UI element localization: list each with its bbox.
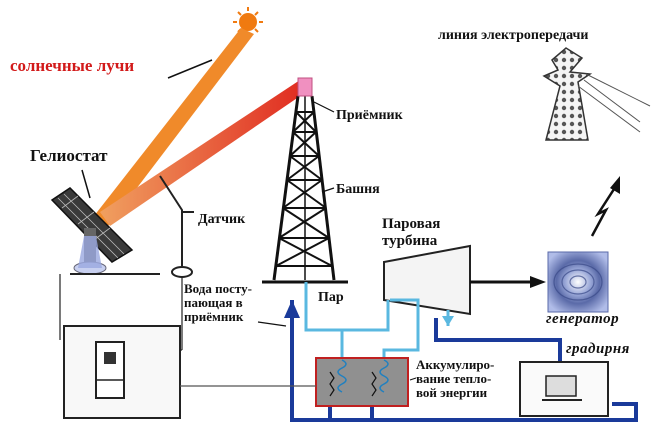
steam-down-arrow (442, 316, 454, 326)
sun-ray-beam (94, 28, 254, 226)
control-unit-icon (63, 325, 316, 419)
water-supply-label: Вода посту- пающая в приёмник (184, 281, 252, 324)
sun-rays-label: солнечные лучи (10, 56, 135, 75)
heliostat-label: Гелиостат (30, 146, 108, 165)
tower-pointer (321, 187, 335, 193)
power-line-label: линия электропередачи (438, 28, 589, 43)
lightning-icon (590, 176, 620, 237)
cooling-tower-icon (519, 361, 609, 417)
storage-icon (315, 357, 409, 407)
storage-label: Аккумулиро- вание тепло- вой энергии (416, 357, 495, 400)
water-up-arrow (284, 300, 300, 420)
receiver-label: Приёмник (336, 108, 403, 123)
heliostat-icon (50, 187, 160, 275)
turbine-icon (383, 244, 471, 316)
reflected-ray-beam (100, 80, 306, 226)
receiver-icon (297, 77, 313, 97)
storage-label-pointer (409, 377, 417, 381)
heliostat-pointer (81, 169, 91, 199)
steam-turbine-label: Паровая турбина (382, 216, 441, 249)
shaft-arrow (470, 276, 546, 288)
cooling-tower-label: градирня (566, 341, 630, 357)
sun-icon (233, 7, 263, 37)
rays-pointer (167, 59, 213, 79)
transmission-tower-icon (542, 47, 651, 141)
generator-label: генератор (546, 311, 620, 327)
steam-label: Пар (318, 290, 344, 305)
water-label-pointer (257, 321, 287, 327)
tower-icon (262, 95, 348, 284)
receiver-pointer (313, 101, 335, 113)
tower-label: Башня (336, 182, 380, 197)
generator-icon (547, 251, 609, 313)
sensor-label: Датчик (198, 212, 246, 227)
